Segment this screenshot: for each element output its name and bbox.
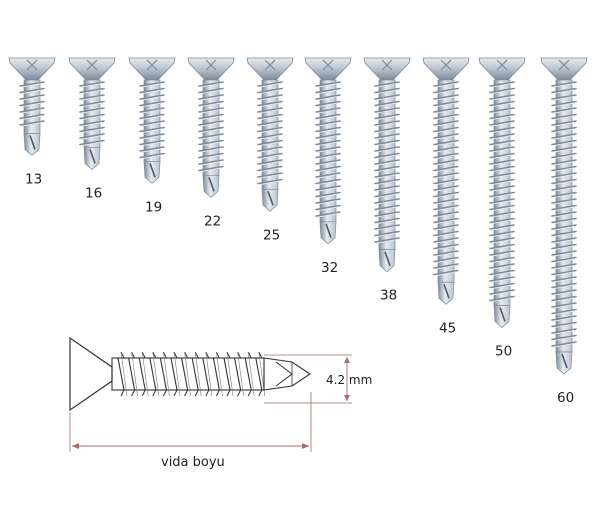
screw-head: [8, 57, 56, 81]
screw-head: [540, 57, 588, 81]
screw-50mm: 50: [478, 57, 526, 360]
drill-tip: [261, 188, 279, 212]
screw-16mm: 16: [68, 57, 116, 201]
size-label-25: 25: [263, 227, 280, 243]
drill-tip: [23, 133, 41, 156]
length-dimension: vida boyu: [69, 392, 312, 470]
length-label: vida boyu: [161, 455, 225, 470]
screw-threads: [19, 81, 45, 127]
screw-13mm: 13: [8, 57, 56, 187]
screw-38mm: 38: [363, 57, 411, 304]
screw-row: 13 16 19 22 25 32 38 45 50 60: [8, 57, 588, 406]
screw-threads: [315, 81, 341, 218]
screw-profile-outline: [69, 336, 311, 412]
diameter-label: 4.2 mm: [326, 373, 372, 387]
size-label-60: 60: [557, 390, 574, 406]
screw-60mm: 60: [540, 57, 588, 406]
screw-threads: [139, 81, 165, 160]
screw-head: [246, 57, 294, 81]
screw-head: [304, 57, 352, 81]
screw-head: [128, 57, 176, 81]
screw-threads: [198, 81, 224, 173]
drill-tip: [437, 281, 455, 305]
screw-threads: [433, 81, 459, 277]
screw-32mm: 32: [304, 57, 352, 276]
screw-threads: [374, 81, 400, 244]
drill-tip: [378, 249, 396, 273]
drill-tip: [555, 351, 573, 375]
drill-tip: [202, 174, 220, 198]
screw-head: [478, 57, 526, 81]
drill-tip: [143, 161, 161, 184]
screw-25mm: 25: [246, 57, 294, 243]
screw-45mm: 45: [422, 57, 470, 336]
screw-head: [68, 57, 116, 81]
screw-profile-drawing: 4.2 mm vida boyu: [69, 336, 372, 470]
size-label-45: 45: [439, 320, 456, 336]
size-label-22: 22: [204, 213, 221, 229]
screw-22mm: 22: [187, 57, 235, 229]
size-label-16: 16: [85, 185, 102, 201]
screw-head: [422, 57, 470, 81]
screw-threads: [551, 81, 577, 348]
size-label-38: 38: [380, 288, 397, 304]
size-label-32: 32: [321, 260, 338, 276]
screw-threads: [257, 81, 283, 186]
size-label-19: 19: [145, 199, 162, 215]
screw-head: [187, 57, 235, 81]
size-label-13: 13: [25, 171, 42, 187]
screw-19mm: 19: [128, 57, 176, 215]
drill-tip: [493, 305, 511, 328]
screw-threads: [489, 81, 515, 303]
screw-threads: [79, 81, 105, 147]
size-label-50: 50: [495, 344, 512, 360]
thread-lines: [117, 351, 266, 397]
drill-tip: [319, 221, 337, 245]
screw-head: [363, 57, 411, 81]
drill-tip: [83, 147, 101, 170]
diameter-dimension: 4.2 mm: [264, 354, 372, 404]
